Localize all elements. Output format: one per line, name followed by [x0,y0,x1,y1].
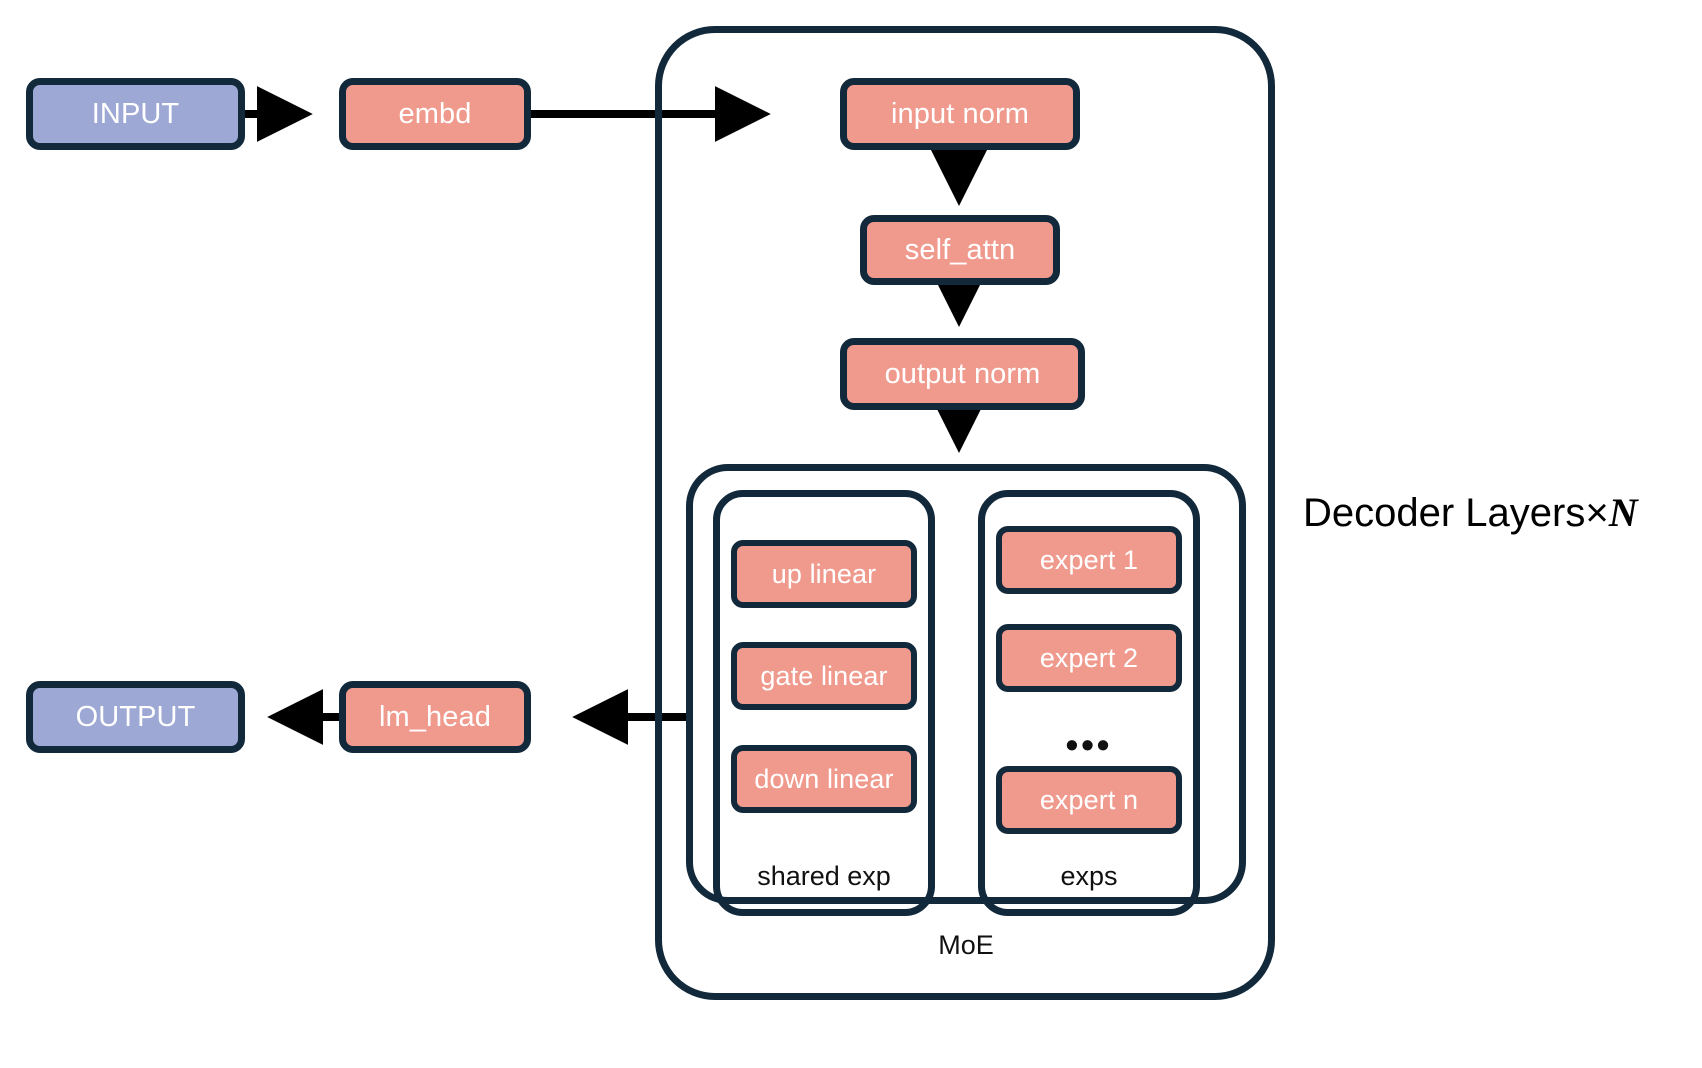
decoder-layers-caption: Decoder Layers×N [1303,490,1638,535]
self-attn-label: self_attn [904,233,1016,266]
input-node[interactable]: INPUT [26,78,245,150]
output-node-label: OUTPUT [75,700,196,733]
up-linear-label: up linear [771,558,877,589]
decoder-layers-container [655,26,1275,1000]
decoder-layers-caption-variable: N [1608,490,1638,535]
expert-n-node[interactable]: expert n [996,766,1182,834]
input-norm-node[interactable]: input norm [840,78,1080,150]
gate-linear-node[interactable]: gate linear [731,642,917,710]
down-linear-node[interactable]: down linear [731,745,917,813]
decoder-layers-caption-text: Decoder Layers× [1303,491,1609,535]
self-attn-node[interactable]: self_attn [860,215,1060,285]
shared-expert-caption: shared exp [757,861,891,891]
output-node[interactable]: OUTPUT [26,681,245,753]
moe-caption: MoE [938,930,994,960]
experts-container [978,490,1200,916]
embd-node[interactable]: embd [339,78,531,150]
gate-linear-label: gate linear [760,660,888,691]
expert-2-label: expert 2 [1039,642,1139,673]
shared-expert-container [713,490,935,916]
moe-container [686,464,1246,904]
embd-node-label: embd [398,97,472,130]
lm-head-node[interactable]: lm_head [339,681,531,753]
experts-caption: exps [1060,861,1118,891]
down-linear-label: down linear [754,763,894,794]
lm-head-node-label: lm_head [379,700,491,733]
input-norm-label: input norm [890,97,1029,130]
expert-2-node[interactable]: expert 2 [996,624,1182,692]
output-norm-node[interactable]: output norm [840,338,1085,410]
input-node-label: INPUT [91,97,180,130]
expert-1-label: expert 1 [1039,544,1139,575]
output-norm-label: output norm [884,357,1041,390]
experts-ellipsis: ••• [1065,724,1113,765]
expert-1-node[interactable]: expert 1 [996,526,1182,594]
expert-n-label: expert n [1039,784,1139,815]
up-linear-node[interactable]: up linear [731,540,917,608]
